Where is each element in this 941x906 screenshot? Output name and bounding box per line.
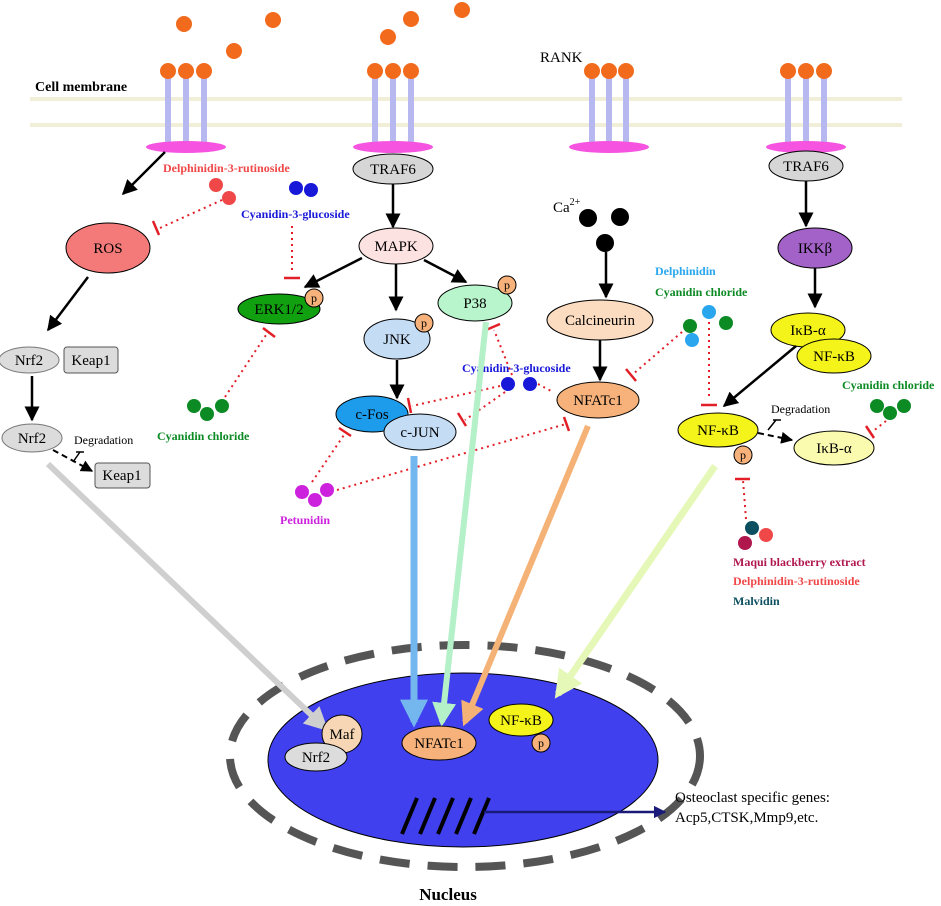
compound-maqui-blackberry-extract: Maqui blackberry extract [733, 555, 866, 569]
receptor-rank [569, 63, 649, 153]
ikba-complex-node: IκB-α [790, 323, 826, 339]
osteoclast-genes-line1: Osteoclast specific genes: [675, 790, 830, 806]
compound-dot [308, 493, 322, 507]
compound-dot [719, 316, 733, 330]
phospho-erk: p [311, 291, 317, 305]
compound-malvidin: Malvidin [733, 594, 780, 608]
nucleus-nfkb-node: NF-κB [500, 713, 542, 729]
nfkb-complex-node: NF-κB [813, 349, 855, 365]
phospho-jnk: p [421, 316, 427, 330]
compound-petunidin: Petunidin [280, 513, 330, 527]
free-ligands [176, 2, 470, 59]
cell-membrane [30, 97, 902, 128]
compound-dot [523, 377, 537, 391]
receptor-4 [766, 63, 846, 153]
compound-dot [738, 536, 752, 550]
nucleus-nfatc1-node: NFATc1 [414, 736, 464, 752]
ikkb-node: IKKβ [798, 241, 832, 257]
compound-delphinidin-3-rutinoside-top: Delphinidin-3-rutinoside [163, 161, 290, 175]
calcium-ion [611, 208, 629, 226]
compound-dot [222, 191, 236, 205]
compound-dot [759, 528, 773, 542]
cjun-node: c-JUN [400, 425, 439, 441]
nrf2-free-node: Nrf2 [18, 431, 46, 447]
nfatc1-node: NFATc1 [573, 393, 623, 409]
traf6-right-node: TRAF6 [783, 159, 829, 175]
compound-dot [320, 483, 334, 497]
compound-cyanidin-chloride-ikba: Cyanidin chloride [842, 378, 935, 392]
p38-node: P38 [463, 296, 486, 312]
cell-membrane-label: Cell membrane [35, 80, 127, 95]
compound-dot [200, 407, 214, 421]
calcium-ion [596, 234, 614, 252]
rank-label: RANK [540, 50, 583, 66]
compound-delphinidin-3-rutinoside-bottom: Delphinidin-3-rutinoside [733, 574, 860, 588]
compound-cyanidin-chloride-nfatc1: Cyanidin chloride [655, 285, 748, 299]
calcium-ion [579, 209, 597, 227]
keap1-complex-node: Keap1 [71, 353, 110, 369]
compound-dot [702, 305, 716, 319]
ikba-degraded-node: IκB-α [816, 441, 852, 457]
nucleus-body [267, 672, 659, 848]
compound-dot [870, 399, 884, 413]
phospho-nuc-nfkb: p [538, 736, 544, 750]
nfkb-free-node: NF-κB [697, 423, 739, 439]
phospho-nfkb: p [740, 448, 746, 462]
nucleus-nrf2-node: Nrf2 [302, 750, 330, 766]
compound-cyanidin-3-glucoside-top: Cyanidin-3-glucoside [241, 207, 350, 221]
compound-dot [683, 319, 697, 333]
jnk-node: JNK [383, 332, 411, 348]
receptor-2 [353, 63, 433, 153]
compound-dot [304, 183, 318, 197]
compound-dot [501, 377, 515, 391]
compound-dot [289, 181, 303, 195]
nucleus-label: Nucleus [419, 885, 477, 904]
compound-dot [883, 406, 897, 420]
compound-dot [745, 521, 759, 535]
ros-node: ROS [93, 241, 122, 257]
cfos-node: c-Fos [355, 407, 388, 423]
phospho-p38: p [504, 278, 510, 292]
compound-cyanidin-chloride-erk: Cyanidin chloride [157, 429, 250, 443]
nucleus-maf-node: Maf [330, 727, 355, 743]
nuclear-envelope [226, 641, 704, 871]
osteoclast-genes-line2: Acp5,CTSK,Mmp9,etc. [675, 810, 818, 826]
nrf2-complex-node: Nrf2 [15, 353, 43, 369]
calcineurin-node: Calcineurin [565, 313, 635, 329]
compound-dot [187, 399, 201, 413]
receptor-1 [146, 63, 226, 153]
compound-dot [897, 399, 911, 413]
compound-cyanidin-3-glucoside-mid: Cyanidin-3-glucoside [462, 361, 571, 375]
dna-gene-marks [400, 797, 491, 835]
compound-dot [295, 485, 309, 499]
erk-node: ERK1/2 [254, 302, 303, 318]
mapk-node: MAPK [374, 239, 418, 255]
compound-delphinidin: Delphinidin [655, 264, 716, 278]
traf6-left-node: TRAF6 [370, 162, 416, 178]
compound-dot [209, 178, 223, 192]
keap1-degraded-node: Keap1 [102, 468, 141, 484]
calcium-label: Ca2+ [553, 197, 581, 216]
compound-dot [215, 399, 229, 413]
degradation-label-right: Degradation [771, 402, 830, 416]
compound-dot [685, 333, 699, 347]
degradation-label-left: Degradation [74, 433, 133, 447]
